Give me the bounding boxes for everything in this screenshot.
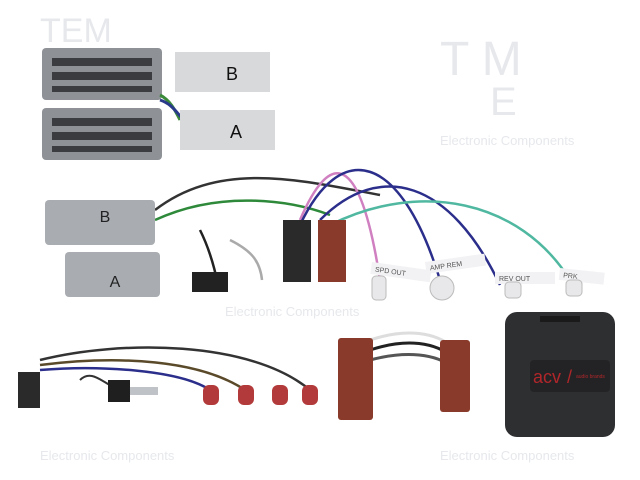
iso-adapter	[338, 331, 470, 420]
wire-tags: SPD OUT AMP REM REV OUT PRK	[370, 253, 605, 301]
top-connector-pair: B A	[42, 48, 275, 160]
brand-logo: acv	[533, 367, 561, 387]
svg-text:Electronic Components: Electronic Components	[440, 448, 575, 463]
tag-spd-out: SPD OUT	[374, 267, 407, 278]
tag-amp-rem: AMP REM	[430, 261, 463, 272]
tag-rev-out: REV OUT	[499, 276, 531, 283]
watermark-text: Electronic Components	[440, 133, 575, 148]
watermark: Electronic Components	[225, 304, 360, 319]
harness-wires	[154, 168, 572, 286]
svg-text:Electronic Components: Electronic Components	[40, 448, 175, 463]
mid-connector-b-a: B A	[45, 200, 346, 297]
tag-prk: PRK	[563, 272, 578, 281]
label-b-top: B	[226, 64, 238, 84]
rca-lead	[18, 346, 318, 408]
svg-text:T M: T M	[440, 33, 522, 86]
label-a-mid: A	[110, 274, 121, 291]
label-b-mid: B	[100, 209, 111, 226]
watermark-logo: TEM	[40, 12, 112, 50]
watermark: TEM T M E Electronic Components Electron…	[40, 12, 575, 463]
svg-text:/: /	[567, 367, 572, 387]
label-a-top: A	[230, 122, 242, 142]
svg-text:E: E	[490, 80, 517, 124]
interface-module: acv / audio brands	[505, 312, 615, 437]
brand-subtitle: audio brands	[576, 374, 605, 380]
